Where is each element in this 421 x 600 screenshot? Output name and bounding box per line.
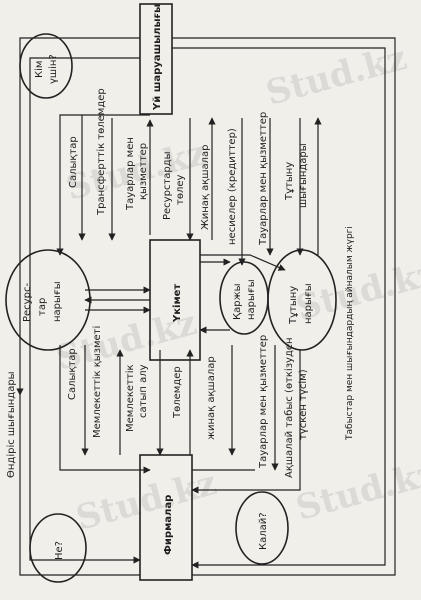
gov-purchase-label-2: сатып алу (138, 364, 149, 418)
watermark: Stud.kz (62, 133, 211, 209)
consumer-spending-label-2: шығындары (298, 143, 309, 208)
product-market-line2: нарығы (303, 283, 314, 324)
firms-node: Фирмалар (139, 454, 193, 581)
government-label: Үкімет (172, 284, 183, 323)
production-costs-label: Өндіріс шығындары (5, 371, 17, 478)
product-market-line1: Тұтыну (288, 286, 299, 325)
revenue-label-1: Ақшалай табыс (өткізуден (283, 337, 295, 478)
households-node: Үй шаруашылығы (139, 3, 173, 115)
what-node: Не? (29, 513, 87, 583)
resource-market-line1: Ресурс- (22, 283, 33, 322)
resource-market-line3: нарығы (52, 281, 63, 322)
loans-label: несиелер (кредиттер) (227, 128, 238, 245)
product-market-node: Тұтыну нарығы (267, 249, 337, 351)
watermark: Stud.kz (262, 38, 411, 114)
resource-market-line2: тар (37, 298, 48, 316)
flow-lines (16, 37, 396, 576)
savings-bottom-label: жинақ ақшалар (206, 356, 217, 440)
watermark: Stud.kz (72, 463, 221, 539)
households-label: Үй шаруашылығы (152, 4, 163, 111)
what-label: Не? (54, 541, 65, 560)
watermark: Stud.kz (292, 453, 421, 529)
gov-purchase-label-1: Мемлекеттік (124, 364, 136, 432)
taxes-top-label: Салықтар (68, 136, 79, 188)
for-whom-line2: үшін? (47, 54, 59, 84)
resource-payment-label-2: төлеу (175, 175, 186, 205)
revenue-label-2: түскен түсім) (297, 369, 309, 440)
consumer-spending-label-1: Тұтыну (284, 162, 295, 201)
money-market-line2: нарығы (246, 279, 257, 320)
goods-services-label-2: қызметтер (138, 143, 149, 200)
for-whom-line1: Кім (33, 61, 45, 78)
firms-label: Фирмалар (163, 495, 174, 555)
flow-labels: Салықтар Трансферттік төлемдер Тауарлар … (5, 88, 309, 478)
taxes-bottom-label: Салықтар (67, 348, 78, 400)
diagram-caption: Табыстар мен шығындардың айналым жүргі (345, 226, 355, 441)
goods-services-label-1: Тауарлар мен (125, 137, 136, 211)
savings-top-label: Жинақ ақшалар (200, 145, 211, 230)
money-market-line1: Қаржы (232, 284, 243, 320)
resource-market-node: Ресурс- тар нарығы (5, 249, 91, 351)
how-node: Калай? (235, 491, 289, 565)
payments-label: Төлемдер (172, 366, 183, 419)
for-whom-node: Кім үшін? (19, 33, 73, 99)
gov-services-label: Мемлекеттік қызметі (91, 326, 103, 438)
resource-payment-label-1: Ресурстарды (162, 151, 173, 220)
government-node: Үкімет (149, 239, 201, 361)
money-market-node: Қаржы нарығы (219, 261, 269, 335)
transfer-payments-label: Трансферттік төлемдер (95, 88, 107, 216)
firm-goods-services-label: Тауарлар мен қызметтер (258, 335, 269, 469)
hh-goods-services-label: Тауарлар мен қызметтер (258, 112, 269, 246)
how-label: Калай? (258, 512, 269, 550)
